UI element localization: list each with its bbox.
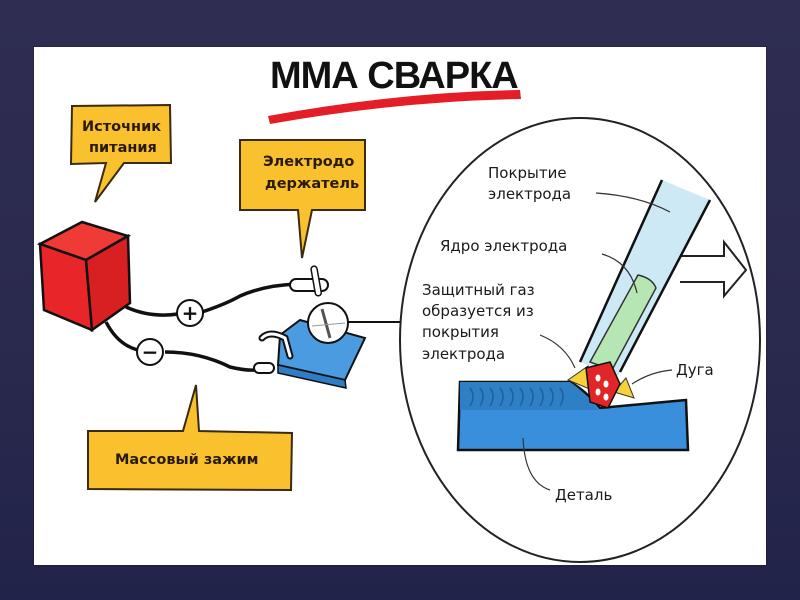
label-coating-line1: Покрытие — [488, 164, 567, 182]
diagram-title: ММА СВАРКА — [270, 55, 518, 97]
power-source-icon — [36, 220, 132, 333]
electrode-holder-icon — [289, 265, 329, 297]
label-coating-line2: электрода — [488, 185, 571, 203]
electrode-core — [588, 274, 657, 371]
workpiece-small-icon — [276, 302, 367, 389]
pointer-arc — [631, 369, 673, 385]
label-gas-line3: покрытия — [422, 323, 499, 341]
ground-clamp-icon — [253, 330, 294, 374]
label-gas-line4: электрода — [422, 345, 505, 363]
arc-icon — [585, 361, 621, 409]
negative-sign: − — [142, 340, 159, 364]
title-underline — [268, 90, 521, 124]
callout-power-source-line2: питания — [89, 140, 157, 156]
label-workpiece: Деталь — [555, 486, 612, 504]
direction-arrow-icon — [680, 239, 748, 299]
positive-cable-to-holder — [201, 282, 299, 314]
negative-cable-to-clamp — [164, 350, 263, 372]
callout-holder-line2: держатель — [265, 176, 359, 192]
electrode-icon — [578, 179, 712, 376]
label-core: Ядро электрода — [440, 237, 567, 255]
positive-sign: + — [182, 301, 199, 325]
callout-power-source: Источник питания — [69, 103, 173, 203]
label-gas-line1: Защитный газ — [422, 281, 535, 299]
pointer-gas — [539, 334, 576, 369]
pointer-coating — [595, 192, 671, 213]
negative-cable — [104, 321, 139, 352]
pointer-core — [601, 253, 638, 294]
callout-ground-clamp: Массовый зажим — [87, 384, 294, 492]
pointer-workpiece — [522, 437, 551, 491]
positive-cable — [125, 305, 179, 317]
callout-ground-clamp-text: Массовый зажим — [115, 452, 259, 468]
negative-terminal-icon: − — [136, 338, 164, 366]
callout-power-source-line1: Источник — [82, 119, 161, 135]
callout-holder-line1: Электродо — [263, 154, 354, 170]
positive-terminal-icon: + — [176, 299, 204, 327]
callout-electrode-holder: Электродо держатель — [239, 139, 366, 259]
label-arc: Дуга — [676, 361, 714, 379]
label-gas-line2: образуется из — [422, 302, 534, 320]
